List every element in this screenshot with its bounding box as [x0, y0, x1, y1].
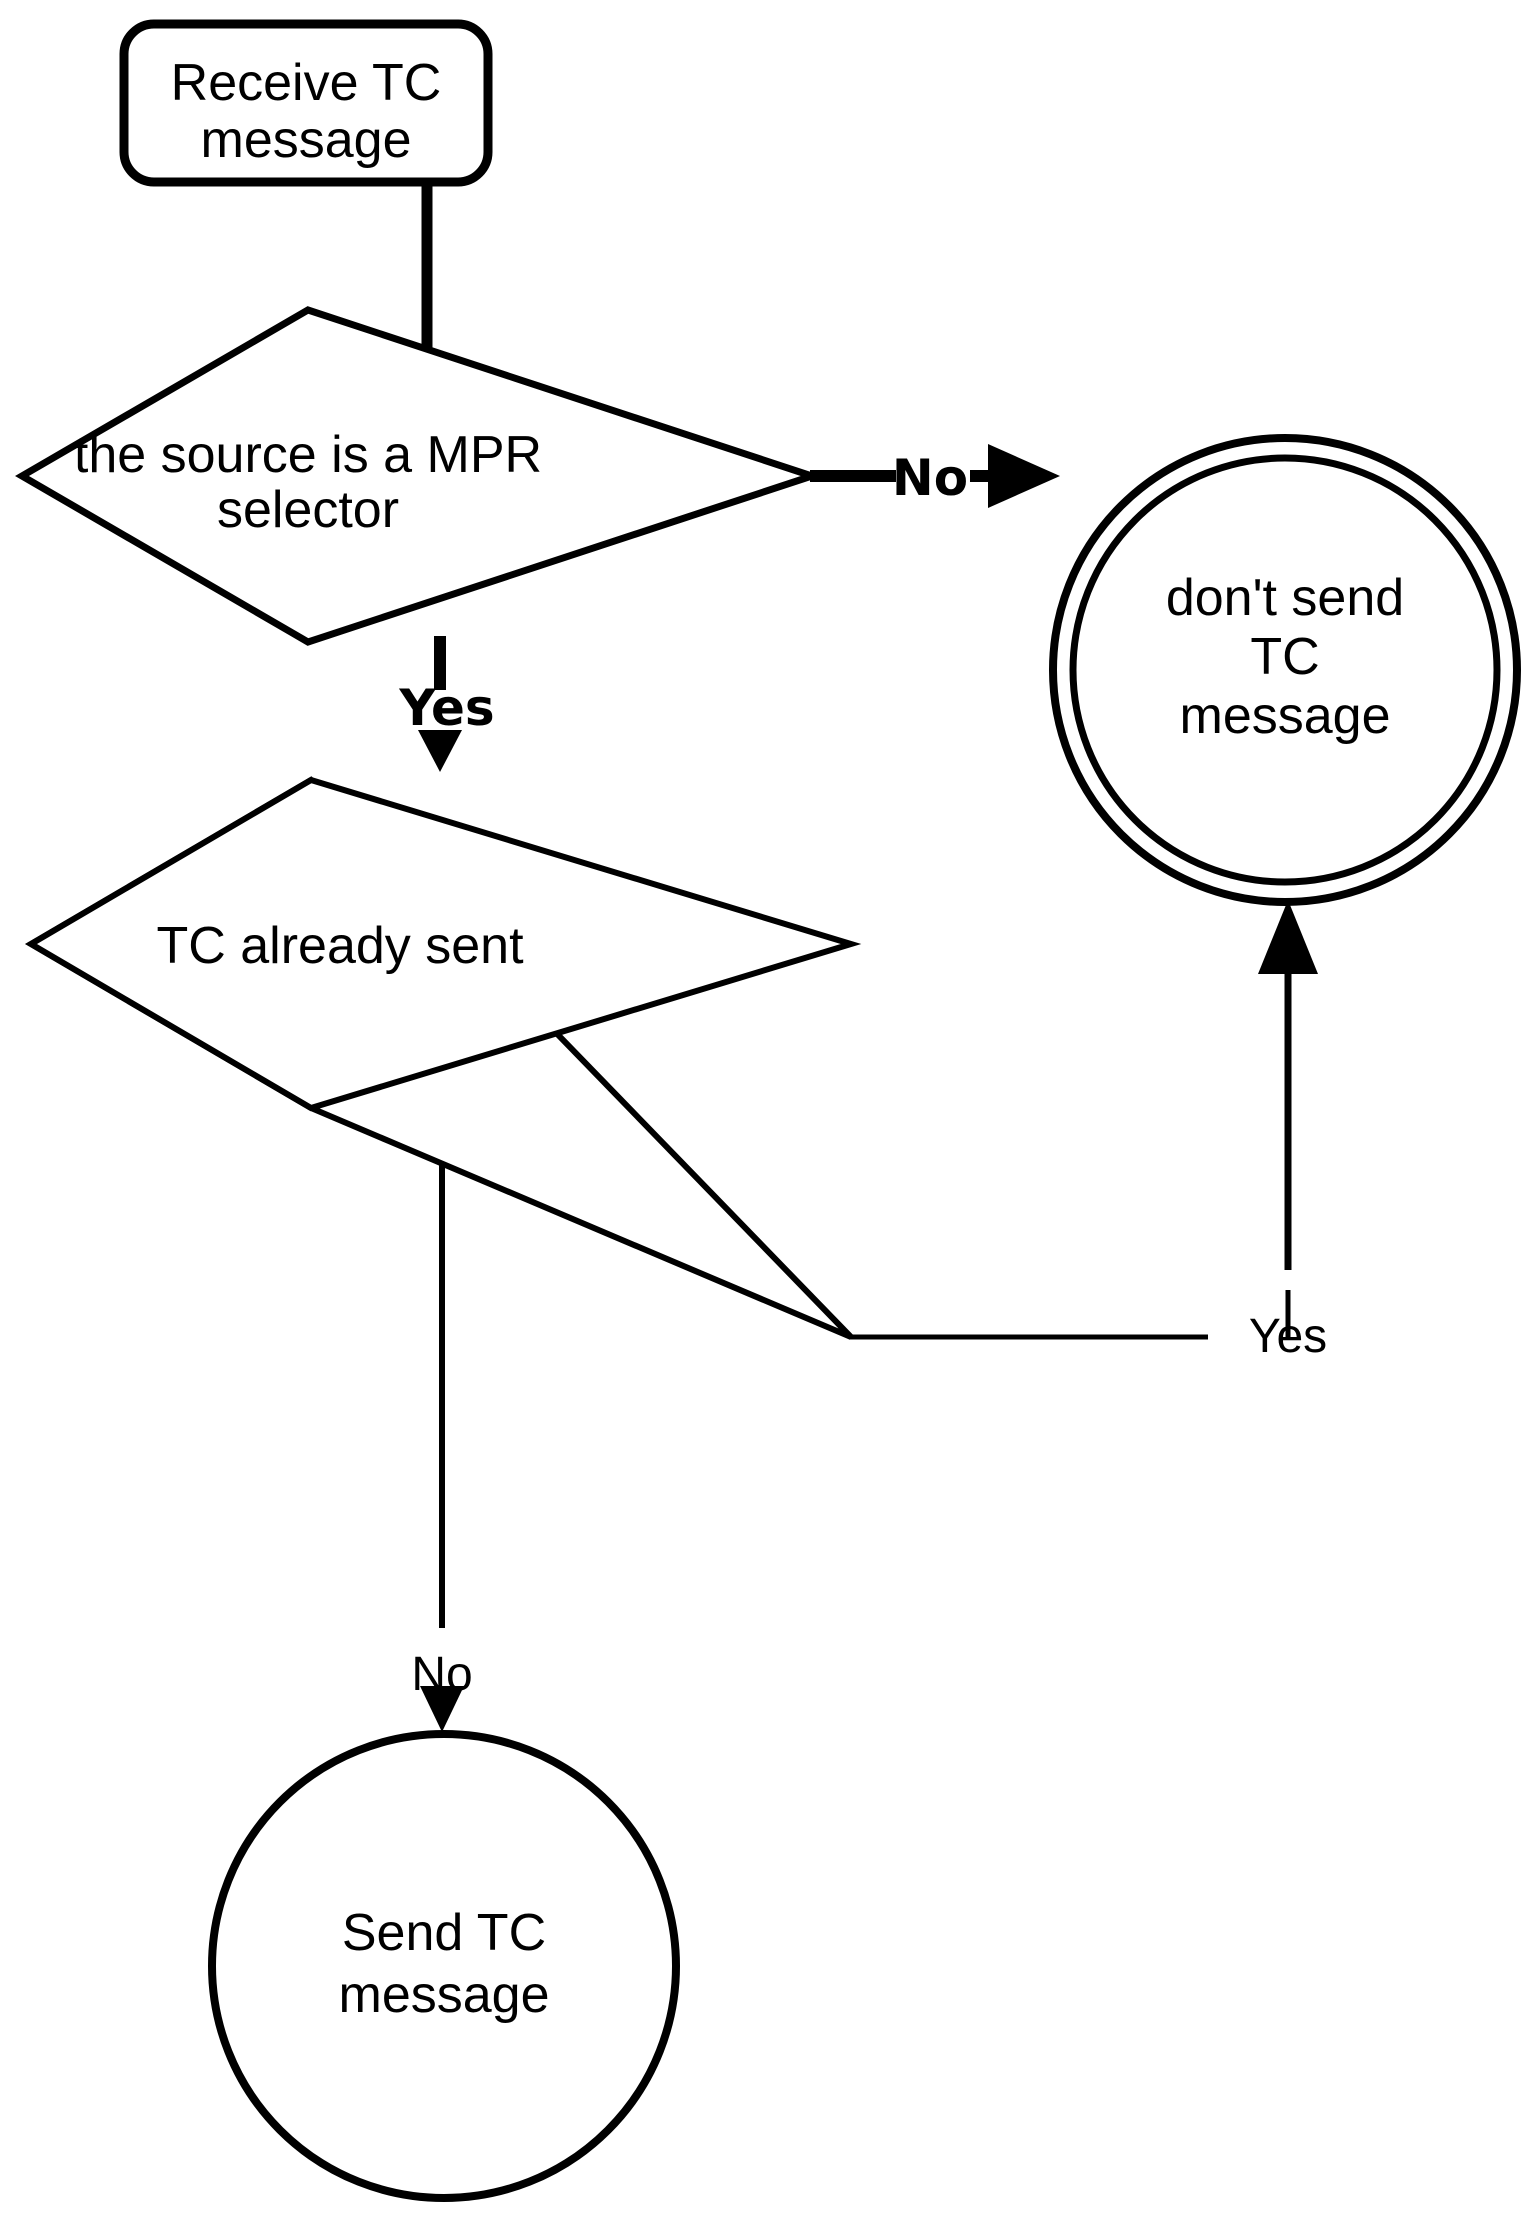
node-decision-source-is-mpr-selector[interactable]: the source is a MPR selector [15, 306, 824, 646]
dont-send-label-line3: message [1180, 687, 1391, 745]
send-tc-circle [208, 1730, 680, 2202]
decision-mpr-shape [15, 306, 824, 646]
dont-send-label-line1: don't send [1166, 569, 1404, 627]
node-receive-tc-message[interactable]: Receive TC message [119, 19, 493, 187]
send-tc-label-line2: message [339, 1966, 550, 2024]
dont-send-label-line2: TC [1250, 628, 1319, 686]
edge-label-mpr-no: No [892, 449, 968, 507]
decision-sent-shape-outline [25, 776, 862, 1112]
node-terminal-send-tc-message[interactable]: Send TC message [208, 1730, 680, 2202]
node-decision-tc-already-sent[interactable]: TC already sent [25, 776, 862, 1340]
start-node-label-line1: Receive TC [171, 54, 442, 112]
edge-sent-no: No [411, 1100, 473, 1732]
decision-mpr-label-line2: selector [217, 481, 399, 539]
edge-label-mpr-yes: Yes [398, 679, 494, 737]
node-terminal-dont-send-tc-message[interactable]: don't send TC message [1049, 434, 1521, 906]
start-node-label-line2: message [201, 111, 412, 169]
decision-mpr-label-line1: the source is a MPR [74, 426, 542, 484]
dont-send-inner-circle [1069, 454, 1501, 886]
decision-sent-label-line1: TC already sent [156, 917, 524, 975]
edge-mpr-yes: Yes [398, 636, 495, 772]
edge-mpr-no: No [810, 444, 1060, 508]
edge-sent-yes: Yes [849, 900, 1327, 1363]
send-tc-label-line1: Send TC [342, 1904, 546, 1962]
start-node-shape [119, 19, 493, 187]
edge-label-sent-yes: Yes [1249, 1310, 1327, 1363]
edge-label-sent-no: No [411, 1648, 472, 1701]
